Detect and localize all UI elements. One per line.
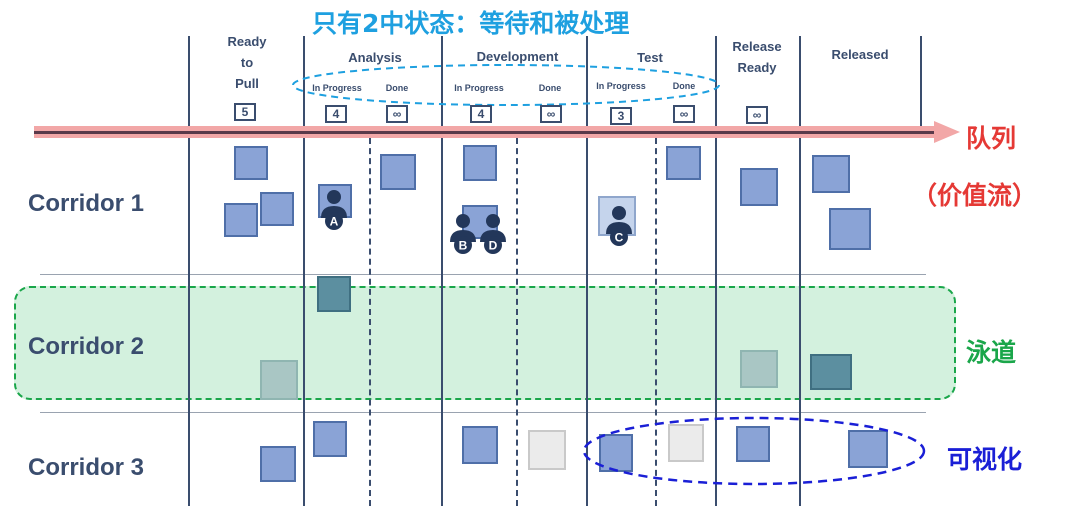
column-header-release-ready: Release Ready [720, 36, 794, 78]
person-icon: C [606, 206, 632, 246]
development-in-progress-label: In Progress [454, 83, 504, 93]
avatar-letter-d: D [489, 239, 498, 253]
analysis-done-divider [369, 128, 371, 506]
development-done-divider [516, 128, 518, 506]
wip-limit-release-ready: ∞ [746, 106, 768, 124]
release-ready-line2: Ready [737, 60, 777, 75]
work-card[interactable] [810, 354, 852, 390]
person-icon: B [450, 214, 476, 254]
work-card[interactable] [380, 154, 416, 190]
row-label-corridor-3: Corridor 3 [28, 454, 145, 481]
row-divider-2 [40, 412, 926, 413]
work-card[interactable] [260, 446, 296, 482]
test-done-label: Done [672, 81, 696, 91]
work-card[interactable] [740, 350, 778, 388]
column-header-development: Development [476, 49, 559, 64]
column-divider-2 [303, 36, 305, 506]
test-done-divider [655, 128, 657, 506]
development-done-label: Done [538, 83, 562, 93]
person-icon: D [480, 214, 506, 254]
row-label-corridor-1: Corridor 1 [28, 190, 145, 217]
column-divider-4 [586, 36, 588, 506]
column-header-released: Released [831, 47, 889, 62]
annotation-visualize: 可视化 [947, 445, 1023, 474]
annotation-queue: 队列 [966, 124, 1017, 153]
avatar-letter-c: C [615, 231, 624, 245]
work-card[interactable] [599, 434, 633, 472]
substate-ellipse [292, 64, 720, 106]
work-card[interactable] [224, 203, 258, 237]
row-divider-1 [40, 274, 926, 275]
person-icon: A [321, 190, 347, 230]
visualize-ellipse [582, 416, 926, 486]
work-card[interactable] [317, 276, 351, 312]
work-card[interactable] [463, 145, 497, 181]
annotation-swimlane: 泳道 [966, 338, 1017, 367]
work-card[interactable] [260, 360, 298, 400]
diagram-title: 只有2中状态：等待和被处理 [312, 9, 630, 38]
wip-limit-analysis-done: ∞ [386, 105, 408, 123]
ready-label-line1: Ready [227, 34, 267, 49]
wip-limit-development-done: ∞ [540, 105, 562, 123]
wip-limit-development: 4 [470, 105, 492, 123]
column-header-ready-to-pull: Ready to Pull [212, 31, 282, 94]
ready-label-line3: Pull [235, 76, 259, 91]
work-card[interactable] [666, 146, 701, 180]
ready-label-line2: to [240, 55, 254, 70]
wip-limit-ready: 5 [234, 103, 256, 121]
work-card[interactable] [812, 155, 850, 193]
work-card[interactable] [668, 424, 704, 462]
row-label-corridor-2: Corridor 2 [28, 333, 145, 360]
work-card[interactable] [740, 168, 778, 206]
column-divider-5 [715, 36, 717, 506]
queue-arrow [34, 121, 960, 143]
analysis-in-progress-label: In Progress [312, 83, 362, 93]
work-card[interactable] [313, 421, 347, 457]
column-divider-6 [799, 36, 801, 506]
analysis-done-label: Done [385, 83, 409, 93]
column-header-analysis: Analysis [348, 50, 402, 65]
annotation-value-stream: （价值流） [912, 181, 1038, 210]
work-card[interactable] [462, 426, 498, 464]
work-card[interactable] [234, 146, 268, 180]
test-in-progress-label: In Progress [596, 81, 646, 91]
column-divider-7 [920, 36, 922, 132]
release-ready-line1: Release [732, 39, 782, 54]
column-divider-1 [188, 36, 190, 506]
wip-limit-analysis: 4 [325, 105, 347, 123]
wip-limit-test: 3 [610, 107, 632, 125]
work-card[interactable] [848, 430, 888, 468]
work-card[interactable] [260, 192, 294, 226]
work-card[interactable] [528, 430, 566, 470]
column-header-test: Test [637, 50, 663, 65]
work-card[interactable] [736, 426, 770, 462]
work-card[interactable] [829, 208, 871, 250]
column-divider-3 [441, 36, 443, 506]
avatar-letter-a: A [330, 215, 339, 229]
wip-limit-test-done: ∞ [673, 105, 695, 123]
avatar-letter-b: B [459, 239, 468, 253]
